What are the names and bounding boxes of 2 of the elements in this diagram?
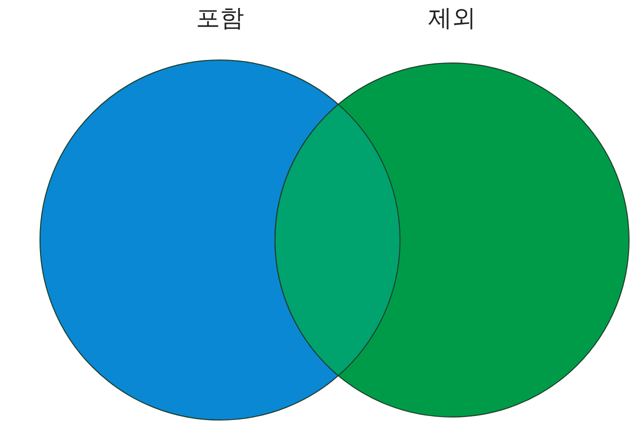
set-label: 포함 [196, 3, 244, 34]
set-label: 제외 [428, 3, 476, 34]
